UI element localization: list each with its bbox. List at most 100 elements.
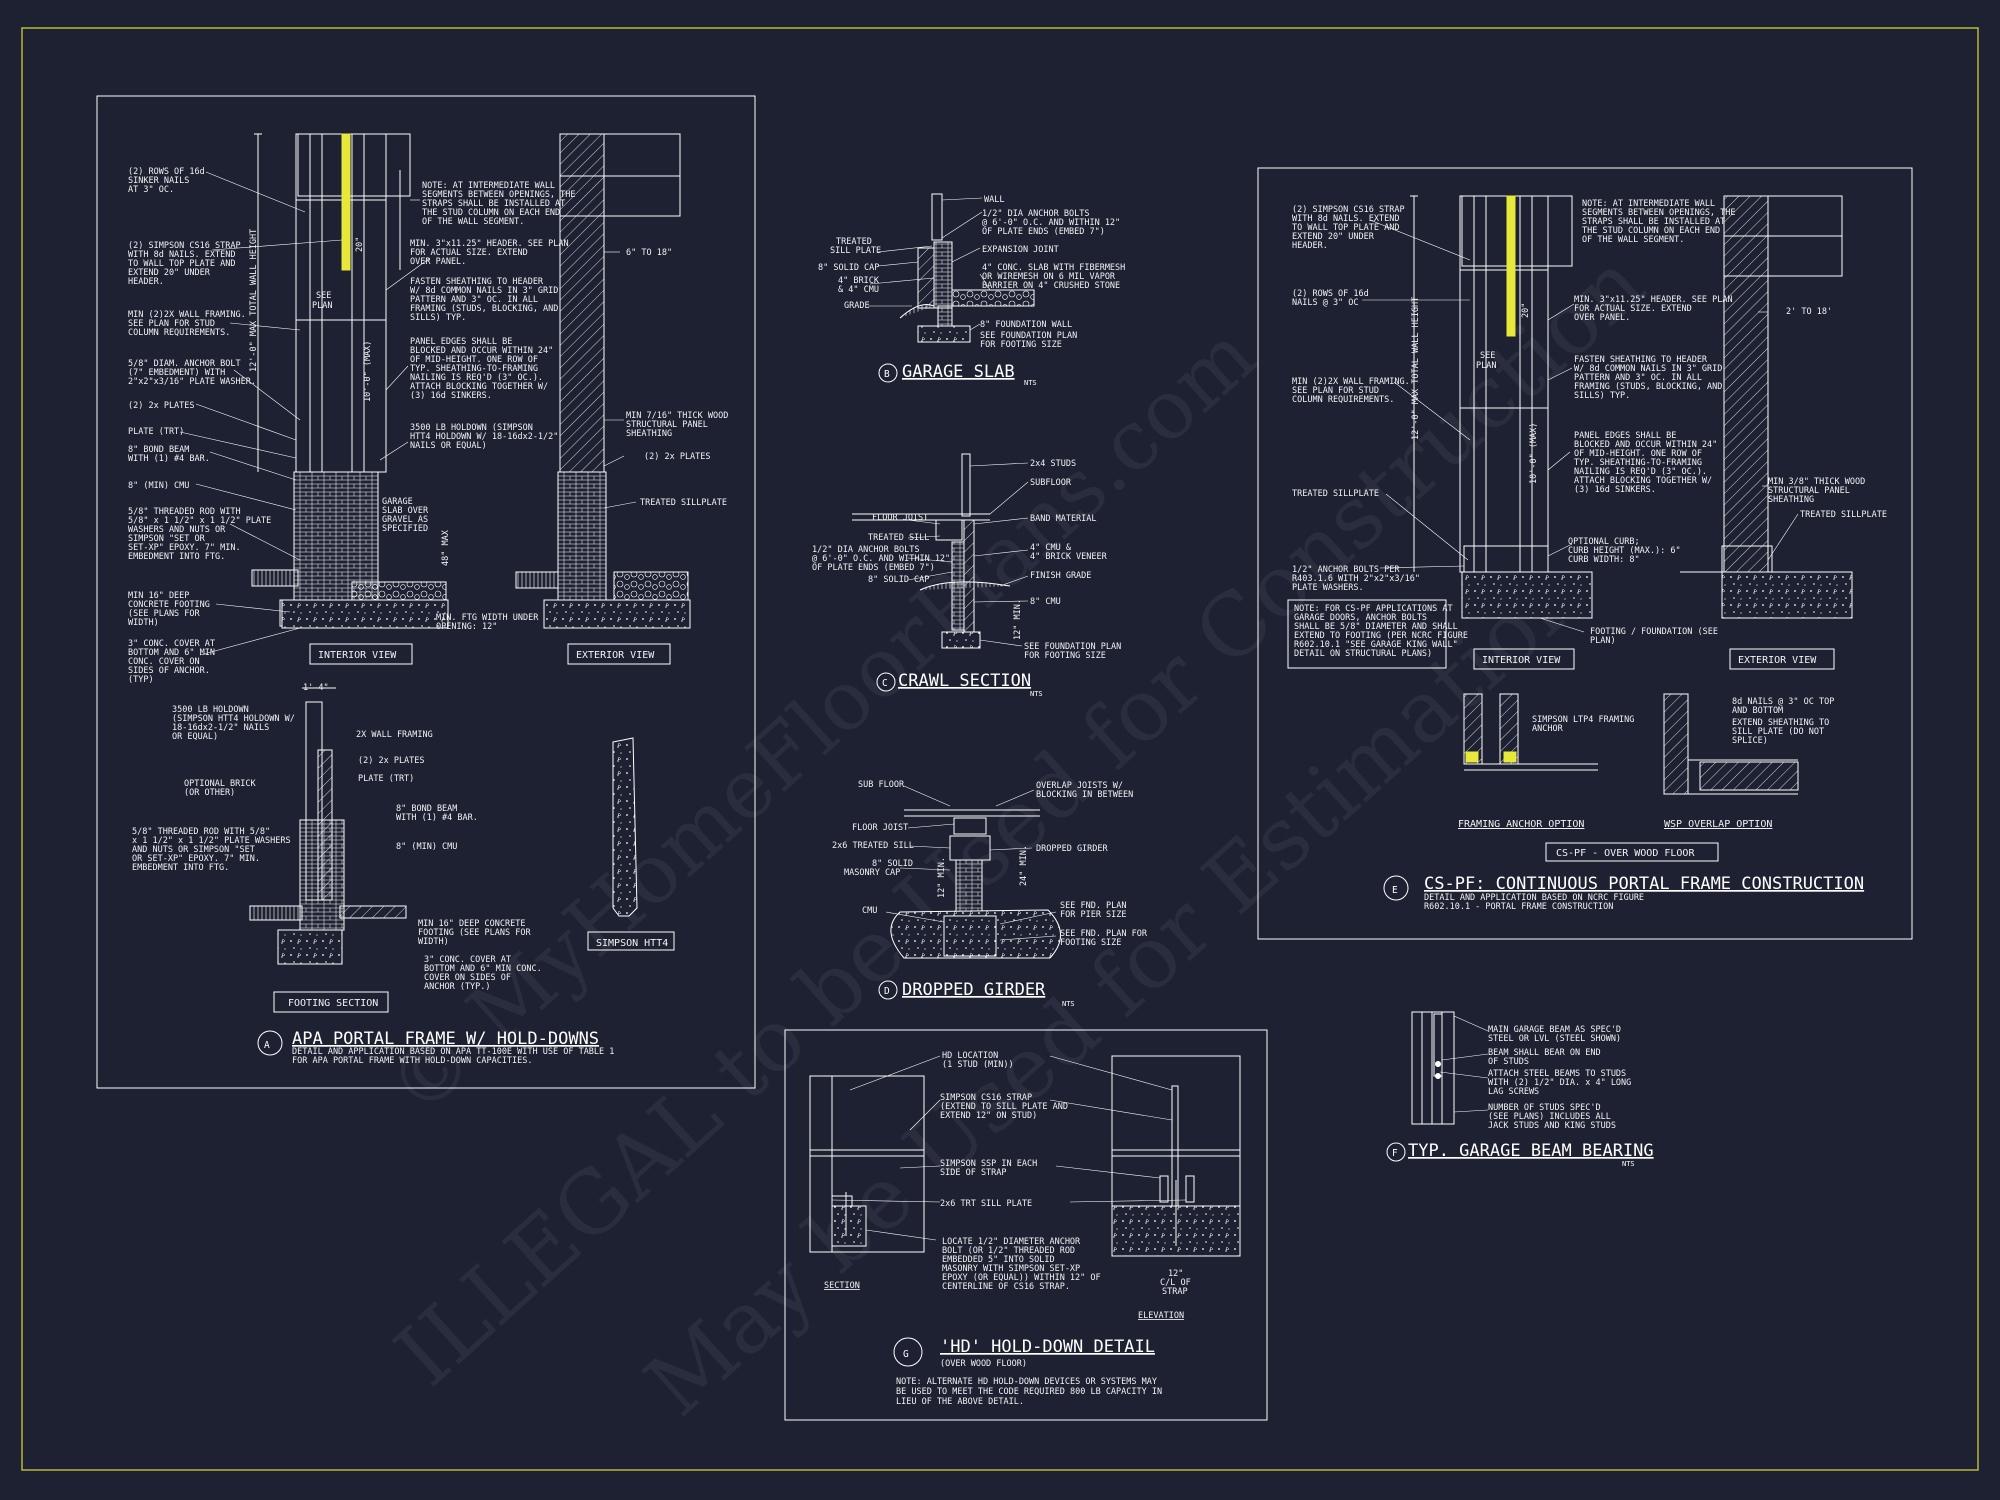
e-interior-view-label: INTERIOR VIEW — [1482, 655, 1561, 666]
c-dim-12: 12" MIN. — [1013, 599, 1023, 640]
a-note-2x-plates: (2) 2x PLATES — [128, 401, 195, 411]
detail-a-exterior-drawing — [515, 133, 691, 629]
detail-a-frame — [96, 95, 756, 1089]
b-note-wall: WALL — [984, 195, 1004, 205]
detail-e-letter: E — [1392, 885, 1398, 896]
a-footing-section-label: FOOTING SECTION — [288, 998, 378, 1009]
e-cs-pf-box-label: CS-PF - OVER WOOD FLOOR — [1556, 848, 1695, 859]
b-note-expansion: EXPANSION JOINT — [982, 245, 1059, 255]
detail-d-callout-circle — [878, 980, 898, 1000]
detail-e — [1257, 167, 1913, 940]
c-note-studs: 2x4 STUDS — [1030, 459, 1076, 469]
detail-d-nts: NTS — [1062, 1000, 1075, 1008]
e-note-sillplate: TREATED SILLPLATE — [1292, 489, 1379, 499]
e-dim-wall-height: 12'-0" MAX TOTAL WALL HEIGHT — [1411, 297, 1421, 440]
detail-d-texts: SUB FLOOR OVERLAP JOISTS W/BLOCKING IN B… — [832, 780, 1148, 1008]
detail-d-title: DROPPED GIRDER — [902, 980, 1046, 1000]
exterior-view-label-box — [567, 643, 671, 665]
detail-f-letter: F — [1392, 1148, 1398, 1159]
e-framing-anchor-label: FRAMING ANCHOR OPTION — [1458, 819, 1584, 830]
b-note-fwall: 8" FOUNDATION WALL — [980, 320, 1072, 330]
detail-g-title: 'HD' HOLD-DOWN DETAIL — [940, 1337, 1155, 1357]
a-dim-max: 10'-0" (MAX) — [363, 341, 373, 402]
detail-b-letter: B — [884, 369, 890, 380]
detail-b-nts: NTS — [1024, 379, 1037, 387]
a-f-plates: (2) 2x PLATES — [358, 756, 425, 766]
d-note-sub-floor: SUB FLOOR — [858, 780, 905, 790]
f-note-studs: NUMBER OF STUDS SPEC'D(SEE PLANS) INCLUD… — [1488, 1103, 1616, 1131]
detail-e-callout-circle — [1383, 875, 1409, 901]
framing-anchor-option-drawing — [1463, 693, 1598, 771]
interior-view-label-box — [309, 643, 413, 665]
detail-g-letter: G — [903, 1349, 909, 1360]
a-dim-20: 20" — [355, 237, 365, 252]
simpson-htt4-drawing — [612, 737, 638, 917]
detail-f-title: TYP. GARAGE BEAM BEARING — [1408, 1141, 1654, 1161]
e-cs-pf-box — [1545, 842, 1719, 862]
e-note-2-to-18: 2' TO 18' — [1786, 307, 1832, 317]
detail-b-texts: WALL 1/2" DIA ANCHOR BOLTS@ 6'-0" O.C. A… — [818, 195, 1125, 387]
a-f-optional-brick: OPTIONAL BRICK(OR OTHER) — [184, 779, 257, 798]
detail-f-nts: NTS — [1622, 1160, 1635, 1168]
a-note-cmu: 8" (MIN) CMU — [128, 481, 189, 491]
detail-c — [852, 453, 1029, 692]
detail-d-letter: D — [884, 986, 890, 997]
detail-f — [1386, 1011, 1489, 1162]
detail-a-callout-circle — [257, 1030, 283, 1056]
detail-a-title: APA PORTAL FRAME W/ HOLD-DOWNS — [292, 1029, 599, 1049]
detail-a-leaders — [179, 171, 637, 656]
detail-b — [868, 193, 1035, 383]
detail-g-texts: HD LOCATION(1 STUD (MIN)) SIMPSON CS16 S… — [824, 1051, 1191, 1407]
detail-c-callout-circle — [876, 672, 896, 692]
detail-b-title: GARAGE SLAB — [902, 362, 1015, 382]
wsp-overlap-option-drawing — [1663, 693, 1799, 795]
footing-section-label-box — [273, 991, 389, 1013]
g-note-hd-location: HD LOCATION(1 STUD (MIN)) — [942, 1051, 1014, 1070]
b-note-anchor: 1/2" DIA ANCHOR BOLTS@ 6'-0" O.C. AND WI… — [982, 209, 1120, 237]
detail-e-leaders — [1362, 219, 1799, 633]
a-f-holdown: 3500 LB HOLDOWN(SIMPSON HTT4 HOLDOWN W/1… — [172, 705, 295, 742]
detail-a-footing-drawing — [249, 687, 407, 965]
c-note-cmu-brick: 4" CMU &4" BRICK VENEER — [1030, 543, 1108, 562]
c-note-finish-grade: FINISH GRADE — [1030, 571, 1091, 581]
detail-g-callout-circle — [893, 1337, 923, 1367]
a-simpson-htt4-label: SIMPSON HTT4 — [596, 938, 668, 949]
a-dim-48: 48" MAX — [441, 529, 451, 566]
detail-g-leaders — [831, 1055, 1187, 1241]
a-dim-wall-height: 12'-0" MAX TOTAL WALL HEIGHT — [249, 229, 259, 372]
detail-e-title: CS-PF: CONTINUOUS PORTAL FRAME CONSTRUCT… — [1424, 874, 1864, 894]
e-wsp-overlap-label: WSP OVERLAP OPTION — [1664, 819, 1772, 830]
g-note-sill-plate: 2x6 TRT SILL PLATE — [940, 1199, 1032, 1209]
a-exterior-view-label: EXTERIOR VIEW — [576, 650, 655, 661]
sheet-border — [21, 27, 1979, 1471]
detail-e-exterior-drawing — [1680, 195, 1853, 619]
e-dim-20: 20" — [1521, 303, 1531, 318]
detail-f-callout-circle — [1386, 1142, 1406, 1162]
e-exterior-view-label: EXTERIOR VIEW — [1738, 655, 1817, 666]
